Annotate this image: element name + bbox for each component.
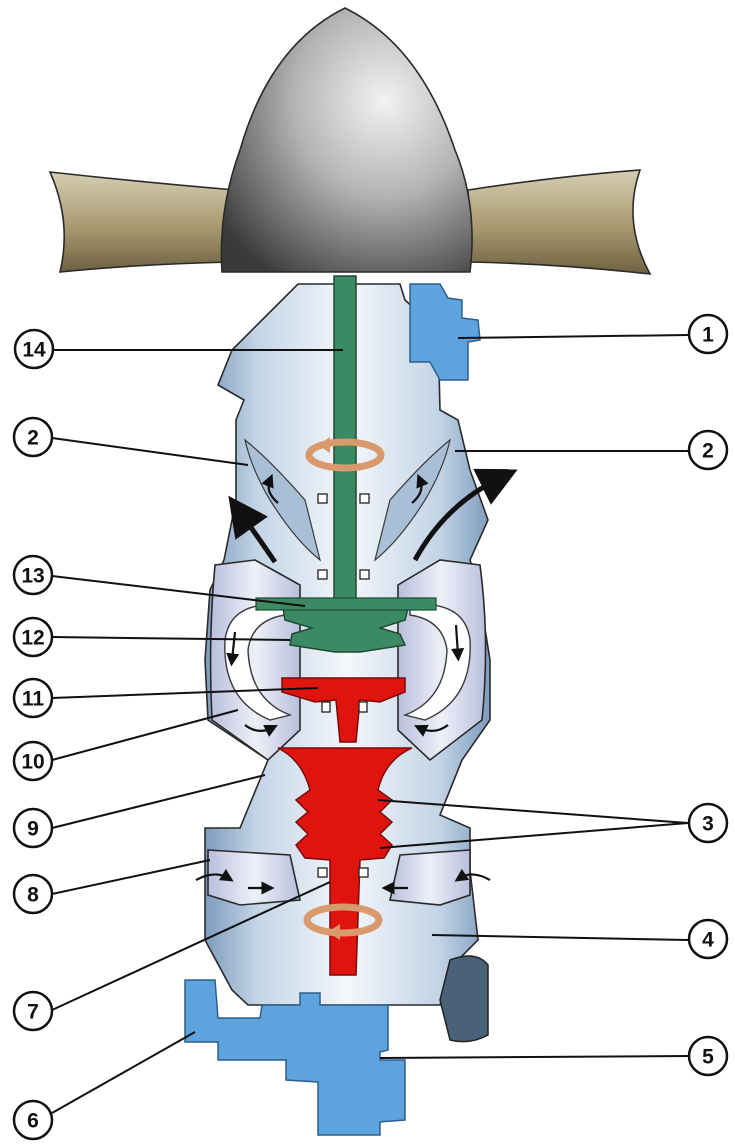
propeller-blade-left <box>50 172 235 272</box>
callout-14-label: 14 <box>22 339 46 362</box>
callout-1: 1 <box>689 315 727 353</box>
callout-13-label: 13 <box>21 565 44 588</box>
callout-5-label: 5 <box>702 1046 714 1069</box>
bearing-turbine-right <box>359 702 367 712</box>
exhaust-stack <box>440 956 488 1042</box>
bearing-lower-right <box>359 868 368 877</box>
callout-3: 3 <box>689 804 727 842</box>
callout-4: 4 <box>689 920 727 958</box>
callout-8-label: 8 <box>27 884 39 907</box>
callout-2-right-label: 2 <box>702 440 714 463</box>
callout-7: 7 <box>14 992 52 1030</box>
callout-13: 13 <box>14 556 52 594</box>
bearing-upper-left <box>318 494 327 503</box>
bearing-mid-left <box>318 570 327 579</box>
propeller-blade-right <box>468 170 650 274</box>
callout-2-right: 2 <box>689 431 727 469</box>
callout-9-label: 9 <box>27 818 39 841</box>
callout-6-label: 6 <box>27 1110 39 1133</box>
callout-5: 5 <box>689 1037 727 1075</box>
callout-9: 9 <box>14 809 52 847</box>
callout-10: 10 <box>14 742 52 780</box>
callout-3-label: 3 <box>702 813 714 836</box>
callout-2-left: 2 <box>14 418 52 456</box>
callout-12: 12 <box>14 618 52 656</box>
callout-2-left-label: 2 <box>27 427 39 450</box>
callout-11: 11 <box>14 679 52 717</box>
callout-11-label: 11 <box>22 688 45 711</box>
callout-4-label: 4 <box>702 929 714 952</box>
bearing-lower-left <box>318 868 327 877</box>
bearing-mid-right <box>360 570 369 579</box>
callout-10-label: 10 <box>21 751 44 774</box>
bearing-turbine-left <box>322 702 330 712</box>
callout-7-label: 7 <box>27 1001 39 1024</box>
propeller-spinner <box>221 8 472 272</box>
callout-14: 14 <box>15 330 53 368</box>
power-turbine-stator-right <box>390 850 470 905</box>
callout-1-label: 1 <box>702 324 714 347</box>
power-turbine-stator-left <box>208 850 300 905</box>
bearing-upper-right <box>360 494 369 503</box>
callout-8: 8 <box>14 875 52 913</box>
callout-12-label: 12 <box>21 627 44 650</box>
callout-6: 6 <box>14 1101 52 1139</box>
